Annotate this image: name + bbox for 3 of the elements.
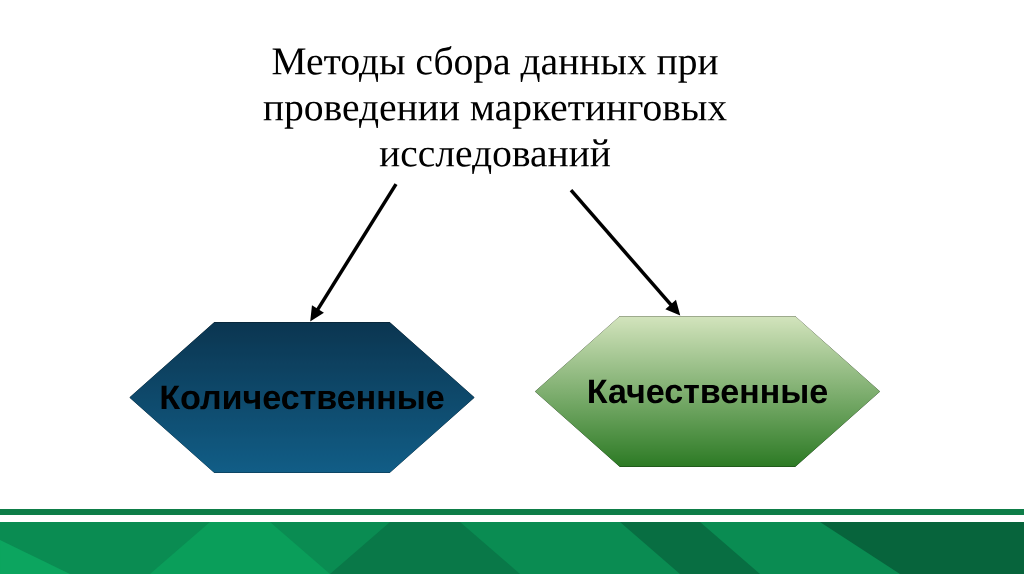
node-label: Количественные — [161, 385, 444, 410]
node-label: Качественные — [589, 379, 828, 404]
heading: Методы сбора данных при проведении маркетинговых исследований — [263, 46, 727, 174]
